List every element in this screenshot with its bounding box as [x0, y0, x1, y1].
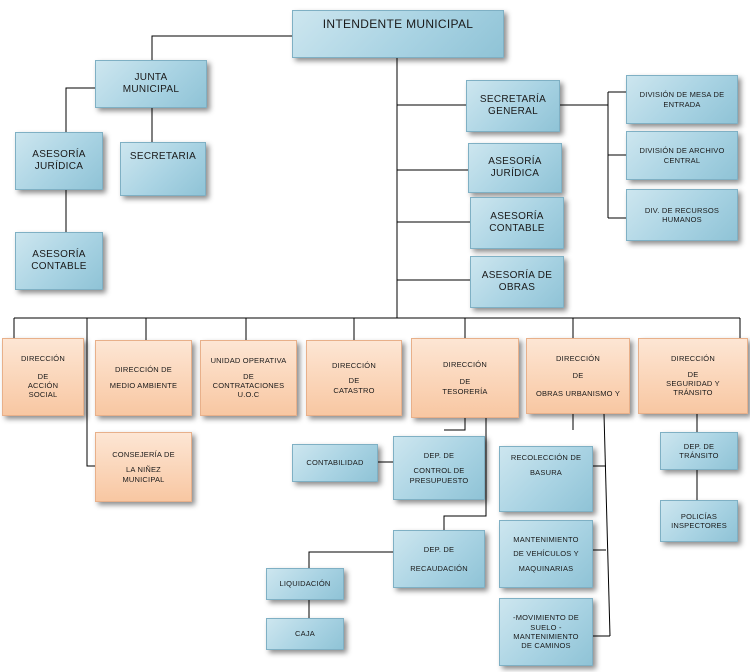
- dep-transito-box: DEP. DE TRÁNSITO: [660, 432, 738, 470]
- asesoria-contable-left-line-1: ASESORÍA: [32, 248, 86, 260]
- direccion-tesoreria-box: DIRECCIÓN DE TESORERÍA: [411, 338, 519, 418]
- direccion-obras-box: DIRECCIÓN DE OBRAS URBANISMO Y: [526, 338, 630, 414]
- division-mesa-line-2: ENTRADA: [663, 99, 701, 109]
- policias-line-1: POLICÍAS: [680, 511, 718, 521]
- obras-line-2: DE: [572, 371, 584, 381]
- division-recursos-humanos-box: DIV. DE RECURSOS HUMANOS: [626, 189, 738, 241]
- secretaria-general-line-2: GENERAL: [488, 106, 538, 117]
- uoc-line-4: U.O.C: [237, 390, 260, 400]
- basura-line-1: RECOLECCIÓN DE: [510, 453, 582, 462]
- contabilidad-label: CONTABILIDAD: [306, 458, 364, 468]
- accion-social-line-4: SOCIAL: [28, 390, 58, 400]
- division-rrhh-line-2: HUMANOS: [662, 215, 702, 224]
- asesoria-juridica-left-line-2: JURÍDICA: [34, 161, 84, 172]
- caja-box: CAJA: [266, 618, 344, 650]
- movimiento-suelo-box: -MOVIMIENTO DE SUELO - MANTENIMIENTO DE …: [499, 598, 593, 666]
- division-mesa-line-1: DIVISIÓN DE MESA DE: [639, 90, 725, 100]
- dep-transito-line-2: TRÁNSITO: [679, 451, 719, 460]
- asesoria-juridica-left-line-1: ASESORÍA: [32, 148, 86, 160]
- division-archivo-line-2: CENTRAL: [663, 155, 701, 165]
- asesoria-obras-line-2: OBRAS: [498, 282, 536, 293]
- dep-transito-line-1: DEP. DE: [683, 441, 715, 451]
- recoleccion-basura-box: RECOLECCIÓN DE BASURA: [499, 446, 593, 512]
- consejeria-line-3: MUNICIPAL: [122, 474, 165, 484]
- division-mesa-entrada-box: DIVISIÓN DE MESA DE ENTRADA: [626, 75, 738, 124]
- uoc-line-3: CONTRATACIONES: [212, 381, 285, 390]
- vehiculos-line-1: MANTENIMIENTO: [513, 534, 579, 544]
- seguridad-line-3: SEGURIDAD Y: [666, 379, 720, 388]
- control-presupuesto-line-1: DEP. DE: [423, 450, 455, 460]
- asesoria-juridica-right-line-2: JURÍDICA: [490, 168, 540, 179]
- vehiculos-line-2: DE VEHÍCULOS Y: [513, 549, 579, 559]
- division-archivo-line-1: DIVISIÓN DE ARCHIVO: [639, 146, 725, 156]
- seguridad-line-4: TRÁNSITO: [673, 388, 713, 398]
- asesoria-contable-right-line-1: ASESORÍA: [490, 210, 544, 222]
- junta-line-2: MUNICIPAL: [122, 84, 180, 95]
- intendente-municipal-box: INTENDENTE MUNICIPAL: [292, 10, 504, 58]
- secretaria-general-box: SECRETARÍA GENERAL: [466, 80, 560, 132]
- intendente-label: INTENDENTE MUNICIPAL: [322, 17, 474, 31]
- liquidacion-box: LIQUIDACIÓN: [266, 568, 344, 600]
- secretaria-label: SECRETARIA: [129, 151, 197, 162]
- suelo-line-3: MANTENIMIENTO: [513, 632, 579, 641]
- recaudacion-line-2: RECAUDACIÓN: [410, 564, 468, 573]
- control-presupuesto-line-2: CONTROL DE: [413, 466, 465, 476]
- asesoria-obras-line-1: ASESORÍA DE: [481, 269, 553, 281]
- direccion-catastro-box: DIRECCIÓN DE CATASTRO: [306, 340, 402, 416]
- mantenimiento-vehiculos-box: MANTENIMIENTO DE VEHÍCULOS Y MAQUINARIAS: [499, 520, 593, 588]
- dep-recaudacion-box: DEP. DE RECAUDACIÓN: [393, 530, 485, 588]
- catastro-line-2: DE: [348, 376, 360, 386]
- suelo-line-2: SUELO -: [530, 622, 562, 632]
- seguridad-line-1: DIRECCIÓN: [671, 354, 715, 364]
- tesoreria-line-1: DIRECCIÓN: [443, 359, 487, 369]
- junta-line-1: JUNTA: [134, 71, 168, 83]
- asesoria-contable-right-box: ASESORÍA CONTABLE: [470, 197, 564, 249]
- catastro-line-3: CATASTRO: [333, 385, 375, 395]
- consejeria-line-1: CONSEJERÍA DE: [112, 449, 175, 459]
- control-presupuesto-line-3: PRESUPUESTO: [409, 475, 469, 485]
- secretaria-box: SECRETARIA: [120, 142, 206, 196]
- catastro-line-1: DIRECCIÓN: [332, 360, 376, 370]
- direccion-medio-ambiente-box: DIRECCIÓN DE MEDIO AMBIENTE: [95, 340, 192, 416]
- junta-municipal-box: JUNTA MUNICIPAL: [95, 60, 207, 108]
- asesoria-contable-right-line-2: CONTABLE: [489, 223, 545, 234]
- uoc-line-2: DE: [243, 371, 254, 381]
- seguridad-line-2: DE: [687, 369, 699, 379]
- accion-social-line-1: DIRECCIÓN: [21, 354, 65, 364]
- obras-line-1: DIRECCIÓN: [556, 353, 600, 363]
- direccion-accion-social-box: DIRECCIÓN DE ACCIÓN SOCIAL: [2, 338, 84, 416]
- consejeria-ninez-box: CONSEJERÍA DE LA NIÑEZ MUNICIPAL: [95, 432, 192, 502]
- division-archivo-central-box: DIVISIÓN DE ARCHIVO CENTRAL: [626, 131, 738, 180]
- unidad-operativa-contrataciones-box: UNIDAD OPERATIVA DE CONTRATACIONES U.O.C: [200, 340, 297, 416]
- consejeria-line-2: LA NIÑEZ: [126, 465, 161, 475]
- liquidacion-label: LIQUIDACIÓN: [279, 579, 331, 589]
- accion-social-line-2: DE: [37, 371, 49, 381]
- vehiculos-line-3: MAQUINARIAS: [518, 563, 574, 573]
- asesoria-contable-left-box: ASESORÍA CONTABLE: [15, 232, 103, 290]
- secretaria-general-line-1: SECRETARÍA: [479, 93, 547, 105]
- suelo-line-4: DE CAMINOS: [521, 641, 571, 651]
- uoc-line-1: UNIDAD OPERATIVA: [210, 356, 287, 366]
- dep-control-presupuesto-box: DEP. DE CONTROL DE PRESUPUESTO: [393, 436, 485, 500]
- policias-inspectores-box: POLICÍAS INSPECTORES: [660, 500, 738, 542]
- caja-label: CAJA: [295, 629, 315, 639]
- contabilidad-box: CONTABILIDAD: [292, 444, 378, 482]
- asesoria-juridica-left-box: ASESORÍA JURÍDICA: [15, 132, 103, 190]
- tesoreria-line-3: TESORERÍA: [442, 386, 488, 396]
- asesoria-obras-box: ASESORÍA DE OBRAS: [470, 256, 564, 308]
- recaudacion-line-1: DEP. DE: [423, 544, 455, 554]
- medio-ambiente-label: DIRECCIÓN DE MEDIO AMBIENTE: [109, 364, 178, 391]
- asesoria-contable-left-line-2: CONTABLE: [31, 261, 87, 272]
- tesoreria-line-2: DE: [459, 377, 471, 387]
- accion-social-line-3: ACCIÓN: [27, 381, 59, 390]
- division-rrhh-line-1: DIV. DE RECURSOS: [644, 205, 720, 215]
- policias-line-2: INSPECTORES: [671, 521, 727, 530]
- suelo-line-1: -MOVIMIENTO DE: [513, 613, 579, 623]
- direccion-seguridad-transito-box: DIRECCIÓN DE SEGURIDAD Y TRÁNSITO: [638, 338, 748, 414]
- basura-line-2: BASURA: [529, 468, 563, 478]
- asesoria-juridica-right-box: ASESORÍA JURÍDICA: [468, 143, 562, 193]
- obras-line-3: OBRAS URBANISMO Y: [535, 388, 621, 398]
- asesoria-juridica-right-line-1: ASESORÍA: [488, 155, 542, 167]
